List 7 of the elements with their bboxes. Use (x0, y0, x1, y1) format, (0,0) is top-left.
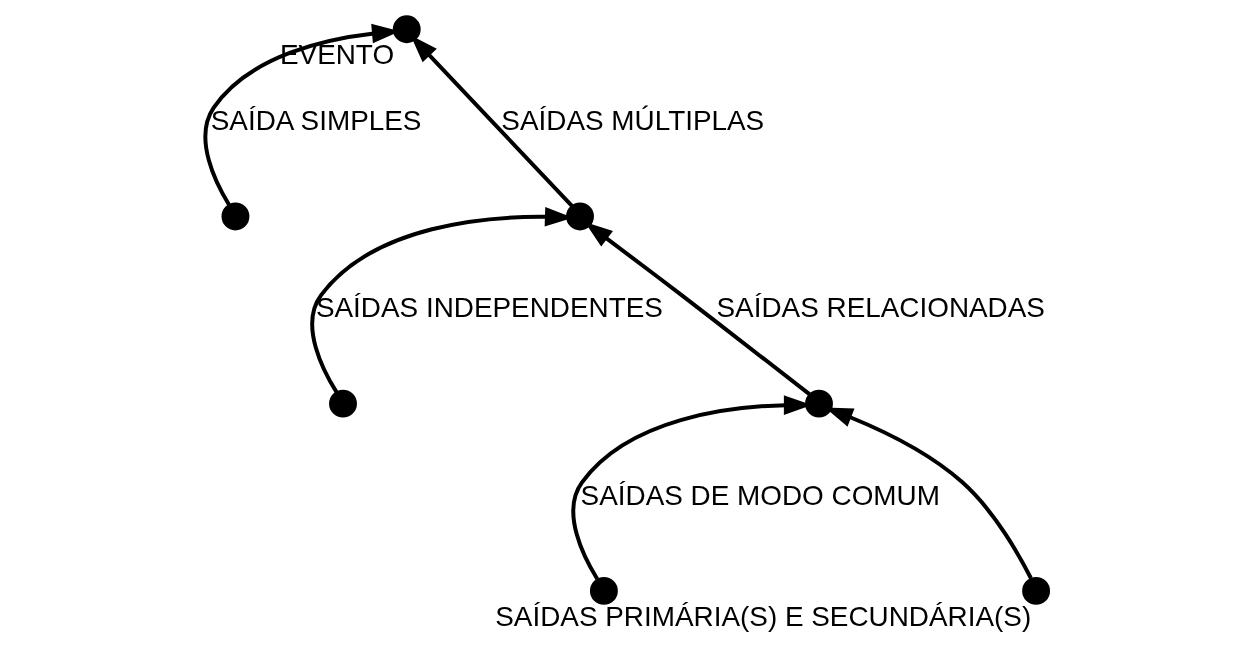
node-label: SAÍDAS PRIMÁRIA(S) E SECUNDÁRIA(S) (495, 601, 1032, 633)
edge-label: SAÍDAS RELACIONADAS (716, 292, 1045, 324)
edge-label: SAÍDAS INDEPENDENTES (315, 292, 663, 324)
edge-label: SAÍDA SIMPLES (210, 105, 422, 137)
edge-label: SAÍDAS DE MODO COMUM (580, 479, 940, 511)
edge-label: SAÍDAS MÚLTIPLAS (501, 105, 765, 137)
node-label: EVENTO (279, 39, 395, 71)
